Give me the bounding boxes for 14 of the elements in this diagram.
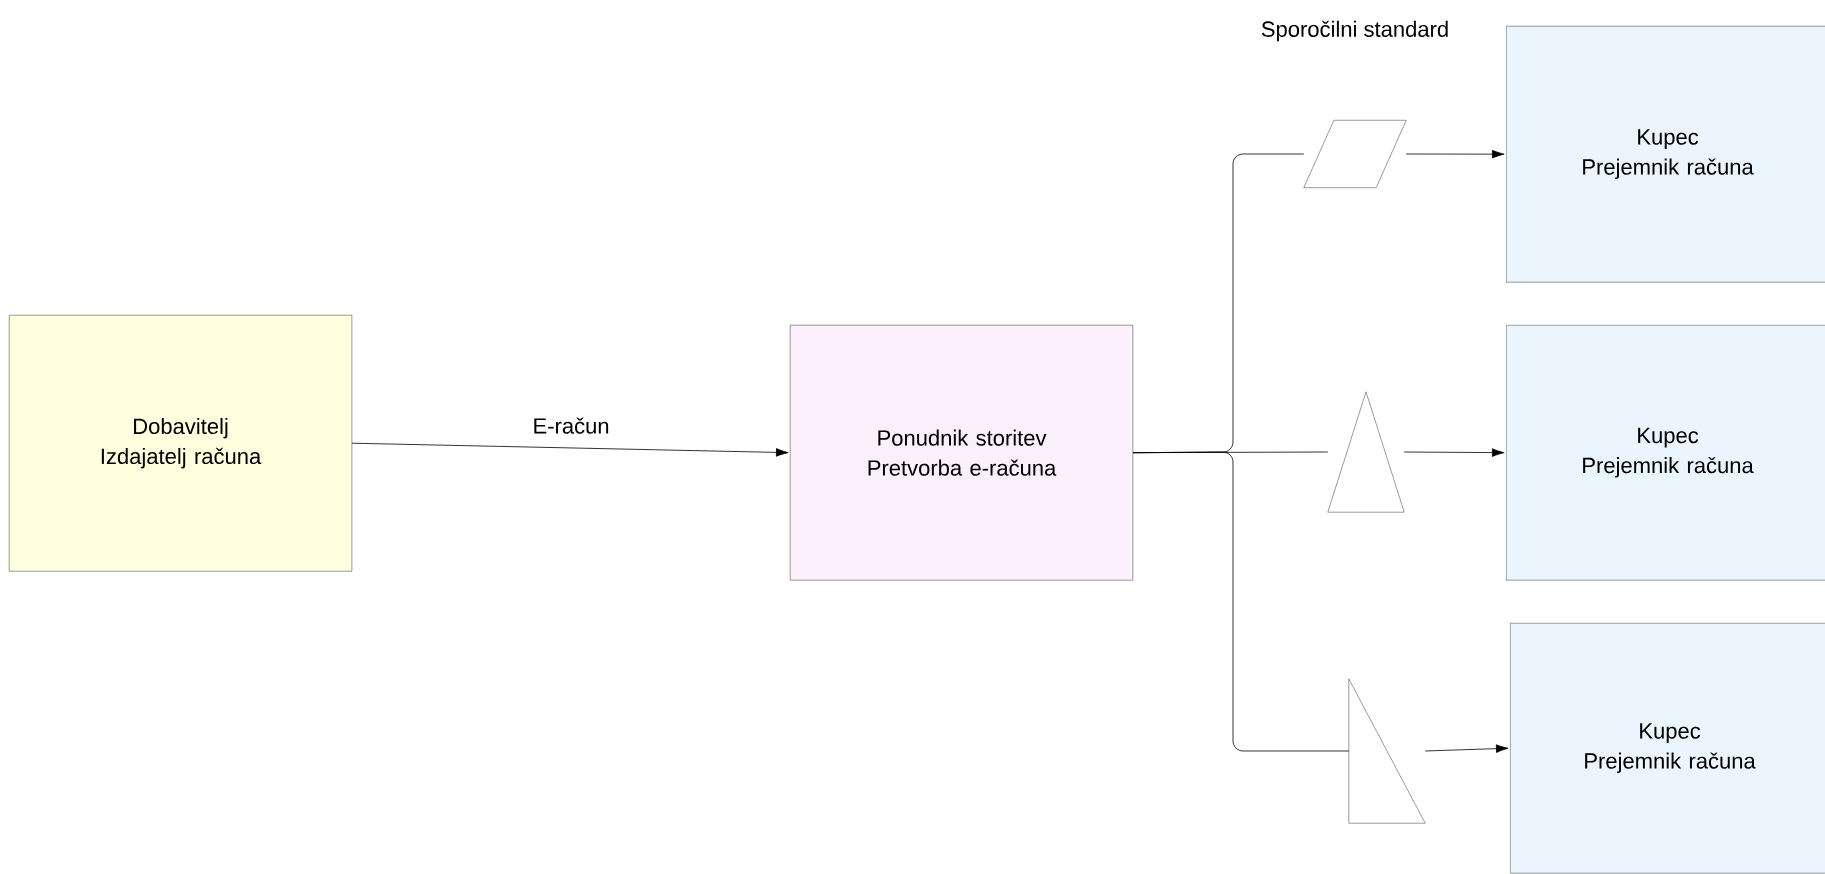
arrow	[1424, 744, 1509, 753]
arrow	[351, 442, 789, 457]
parallelogram-symbol	[1303, 120, 1407, 188]
edge-label: E-račun	[530, 415, 612, 436]
triangle-symbol	[1327, 391, 1405, 513]
text-label: Sporočilni standard	[1252, 12, 1458, 50]
process-box: Ponudnik storitev Pretvorba e-računa	[790, 325, 1134, 581]
process-box: Kupec Prejemnik računa	[1506, 325, 1825, 581]
process-box: Kupec Prejemnik računa	[1510, 623, 1825, 874]
process-box: Kupec Prejemnik računa	[1506, 26, 1825, 283]
arrow	[1405, 149, 1505, 159]
arrow	[1403, 448, 1505, 457]
right-triangle-symbol	[1348, 678, 1426, 824]
process-box: Dobavitelj Izdajatelj računa	[9, 315, 353, 572]
